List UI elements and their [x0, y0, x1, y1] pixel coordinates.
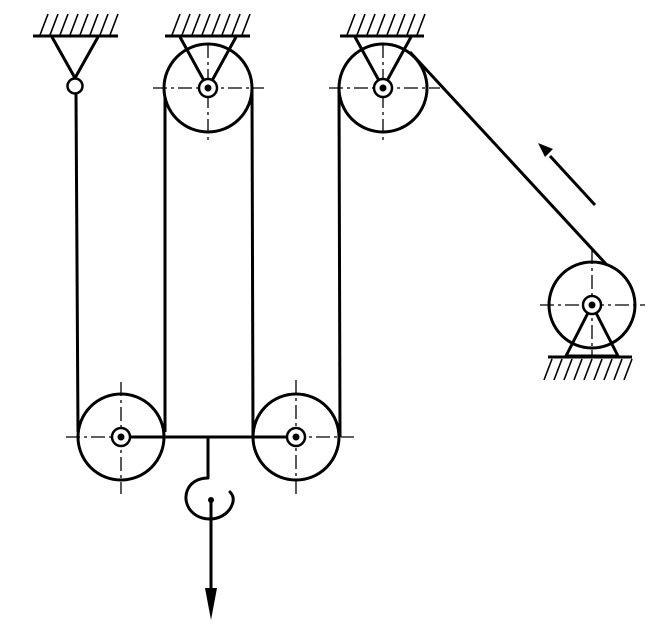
- rope-anchor-bracket: [50, 36, 100, 95]
- ceiling-support-middle: [165, 13, 251, 38]
- ceiling-support-right: [340, 13, 426, 38]
- winch-drum: [540, 250, 645, 358]
- movable-pulley-block: [66, 380, 354, 494]
- ceiling-support-left: [33, 13, 119, 38]
- winch-ground-support: [543, 355, 633, 381]
- rope: [74, 50, 632, 438]
- fixed-pulley-right: [329, 36, 440, 142]
- hook-icon: [184, 476, 235, 521]
- load-force-arrow: [205, 502, 217, 620]
- rope-direction-arrow: [538, 143, 597, 207]
- fixed-pulley-middle: [153, 36, 264, 142]
- anchor-eye: [66, 77, 84, 95]
